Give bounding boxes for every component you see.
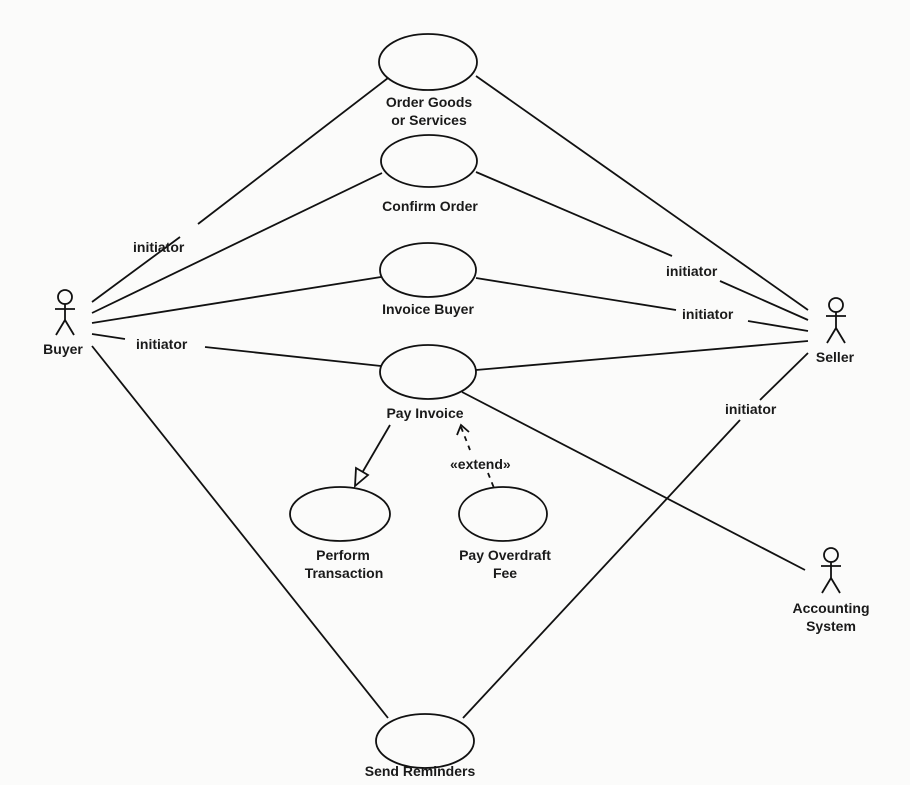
actor-buyer[interactable]: Buyer (43, 289, 83, 357)
stick-figure-icon (826, 297, 846, 344)
use-case-label-invoice: Invoice Buyer (382, 301, 474, 317)
assoc-accounting-pay (461, 391, 806, 571)
use-case-perform-transaction[interactable] (289, 486, 391, 542)
use-case-label-confirm: Confirm Order (382, 198, 478, 214)
generalization-line (361, 424, 391, 474)
use-case-pay-invoice[interactable] (379, 344, 477, 400)
actor-accounting-system[interactable]: Accounting System (793, 547, 870, 634)
assoc-label-seller-invoice: initiator (682, 306, 734, 322)
use-case-invoice-buyer[interactable] (379, 242, 477, 298)
assoc-label-seller-confirm: initiator (666, 263, 718, 279)
assoc-seller-remind-b (462, 419, 741, 719)
use-case-label-pay: Pay Invoice (386, 405, 463, 421)
use-case-confirm-order[interactable] (380, 134, 478, 188)
actor-seller[interactable]: Seller (816, 297, 855, 365)
use-case-label-remind: Send Reminders (365, 763, 476, 779)
assoc-seller-order (475, 75, 809, 311)
use-case-label-overdraft-line2: Fee (493, 565, 517, 581)
assoc-buyer-pay-b (204, 346, 382, 367)
use-case-label-order-line1: Order Goods (386, 94, 473, 110)
use-case-send-reminders[interactable] (375, 713, 475, 769)
use-case-label-perform-line2: Transaction (305, 565, 384, 581)
extend-arrowhead-icon (456, 423, 470, 436)
assoc-buyer-order-a (91, 236, 181, 303)
assoc-seller-pay (475, 340, 809, 371)
generalization-triangle-icon (353, 466, 370, 489)
use-case-label-order-line2: or Services (391, 112, 467, 128)
assoc-buyer-order-b (197, 77, 389, 225)
assoc-buyer-remind (91, 345, 389, 719)
assoc-seller-invoice-a (475, 277, 677, 311)
extend-line-b (487, 472, 495, 489)
use-case-label-overdraft-line1: Pay Overdraft (459, 547, 551, 563)
actor-label-seller: Seller (816, 349, 855, 365)
stick-figure-icon (55, 289, 75, 336)
actor-label-accounting-line1: Accounting (793, 600, 870, 616)
actor-label-accounting-line2: System (806, 618, 856, 634)
extend-stereotype-label: «extend» (450, 456, 511, 472)
assoc-seller-invoice-b (747, 320, 809, 332)
stick-figure-icon (821, 547, 841, 594)
assoc-label-seller-remind: initiator (725, 401, 777, 417)
extend-line-a (460, 426, 471, 451)
assoc-label-buyer-pay: initiator (136, 336, 188, 352)
assoc-seller-confirm-b (719, 280, 809, 321)
use-case-label-perform-line1: Perform (316, 547, 370, 563)
actor-label-buyer: Buyer (43, 341, 83, 357)
assoc-seller-remind-a (759, 352, 809, 401)
use-case-pay-overdraft-fee[interactable] (458, 486, 548, 542)
assoc-buyer-confirm (91, 172, 383, 314)
assoc-buyer-invoice (91, 276, 382, 324)
assoc-buyer-pay-a (91, 333, 126, 340)
assoc-label-buyer-order: initiator (133, 239, 185, 255)
use-case-order-goods[interactable] (378, 33, 478, 91)
assoc-seller-confirm-a (475, 171, 673, 257)
